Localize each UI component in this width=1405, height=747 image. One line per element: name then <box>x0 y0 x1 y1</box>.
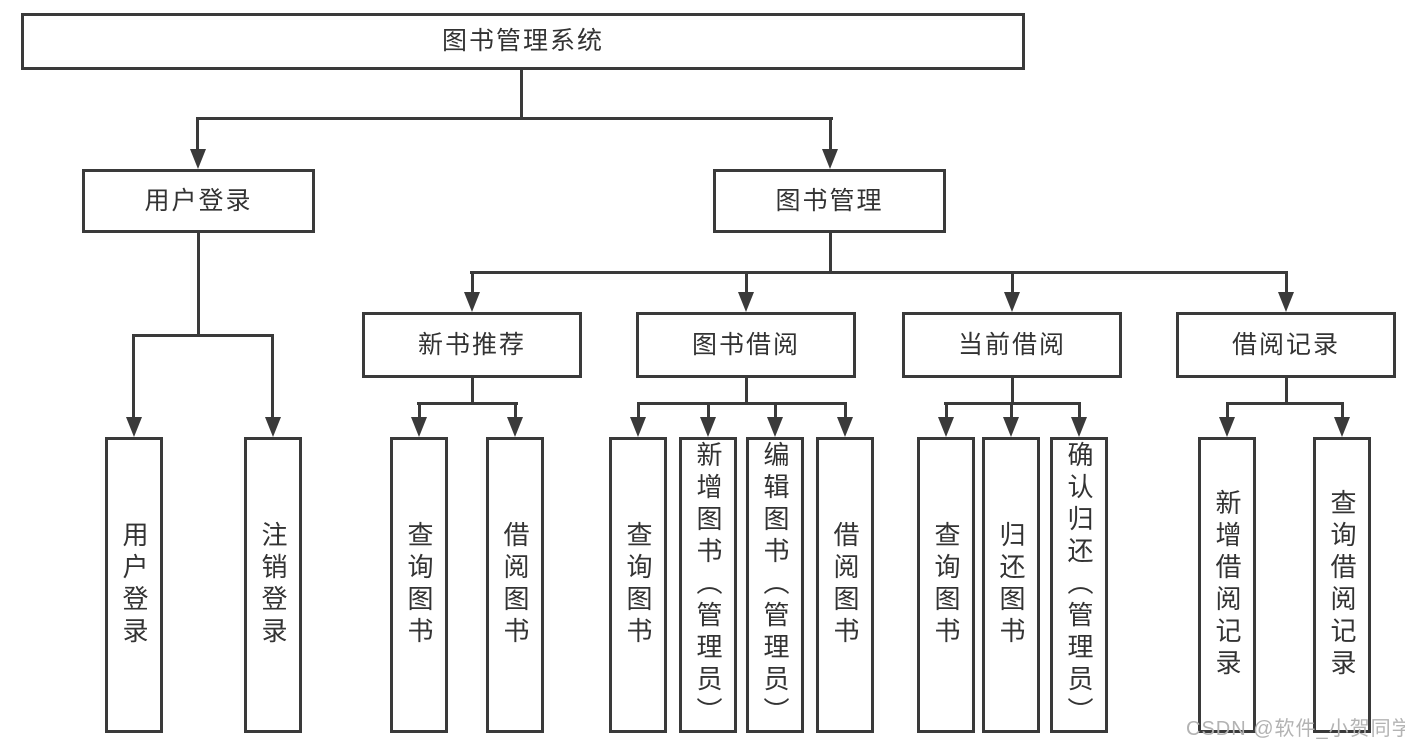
leaf-logout: 注销登录 <box>244 437 302 733</box>
connector-line <box>197 231 200 335</box>
leaf-label: 注销登录 <box>258 521 288 649</box>
arrowhead-down-icon <box>1071 417 1087 437</box>
arrowhead-down-icon <box>464 292 480 312</box>
node-label: 图书管理系统 <box>441 27 604 55</box>
leaf-label: 编辑图书（管理员） <box>760 441 790 729</box>
arrowhead-down-icon <box>265 417 281 437</box>
connector-line <box>1010 402 1013 419</box>
connector-line <box>1011 271 1014 296</box>
connector-line <box>132 334 274 337</box>
connector-line <box>1226 402 1229 419</box>
connector-line <box>829 231 832 274</box>
connector-line <box>471 271 474 296</box>
leaf-user-login: 用户登录 <box>105 437 163 733</box>
leaf-label: 新增借阅记录 <box>1212 489 1242 681</box>
connector-line <box>520 68 523 120</box>
leaf-query-books-current: 查询图书 <box>917 437 975 733</box>
node-book-borrowing: 图书借阅 <box>636 312 856 378</box>
leaf-edit-books-admin: 编辑图书（管理员） <box>746 437 804 733</box>
leaf-label: 查询图书 <box>404 521 434 649</box>
node-new-book-recommend: 新书推荐 <box>362 312 582 378</box>
connector-line <box>1341 402 1344 419</box>
connector-line <box>637 402 847 405</box>
connector-line <box>417 402 518 405</box>
arrowhead-down-icon <box>630 417 646 437</box>
arrowhead-down-icon <box>1278 292 1294 312</box>
node-label: 图书管理 <box>775 186 884 215</box>
arrowhead-down-icon <box>738 292 754 312</box>
leaf-label: 用户登录 <box>119 521 149 649</box>
leaf-query-books-newbook: 查询图书 <box>390 437 448 733</box>
node-library-management-system: 图书管理系统 <box>21 13 1025 70</box>
connector-line <box>1011 376 1014 404</box>
connector-line <box>945 402 948 419</box>
arrowhead-down-icon <box>767 417 783 437</box>
connector-line <box>707 402 710 419</box>
node-user-login: 用户登录 <box>82 169 315 233</box>
connector-line <box>774 402 777 419</box>
leaf-add-borrow-record: 新增借阅记录 <box>1198 437 1256 733</box>
arrowhead-down-icon <box>1219 417 1235 437</box>
leaf-label: 查询图书 <box>623 521 653 649</box>
leaf-label: 归还图书 <box>996 521 1026 649</box>
arrowhead-down-icon <box>822 149 838 169</box>
leaf-return-books: 归还图书 <box>982 437 1040 733</box>
node-current-borrowing: 当前借阅 <box>902 312 1122 378</box>
connector-line <box>745 271 748 296</box>
csdn-watermark: CSDN @软件_小贺同学 <box>1186 718 1405 740</box>
arrowhead-down-icon <box>190 149 206 169</box>
connector-line <box>1285 376 1288 404</box>
connector-line <box>196 117 833 120</box>
connector-line <box>514 402 517 419</box>
arrowhead-down-icon <box>837 417 853 437</box>
leaf-label: 确认归还（管理员） <box>1064 441 1094 729</box>
connector-line <box>470 271 1288 274</box>
node-label: 用户登录 <box>144 186 253 215</box>
connector-line <box>829 117 832 152</box>
arrowhead-down-icon <box>411 417 427 437</box>
arrowhead-down-icon <box>1003 417 1019 437</box>
connector-line <box>1226 402 1344 405</box>
arrowhead-down-icon <box>1004 292 1020 312</box>
arrowhead-down-icon <box>507 417 523 437</box>
leaf-borrow-books: 借阅图书 <box>816 437 874 733</box>
arrowhead-down-icon <box>700 417 716 437</box>
arrowhead-down-icon <box>126 417 142 437</box>
node-label: 当前借阅 <box>957 330 1066 359</box>
leaf-query-books-borrow: 查询图书 <box>609 437 667 733</box>
leaf-label: 新增图书（管理员） <box>693 441 723 729</box>
connector-line <box>271 334 274 419</box>
node-label: 图书借阅 <box>691 330 800 359</box>
connector-line <box>637 402 640 419</box>
leaf-add-books-admin: 新增图书（管理员） <box>679 437 737 733</box>
leaf-label: 借阅图书 <box>500 521 530 649</box>
leaf-label: 查询借阅记录 <box>1327 489 1357 681</box>
connector-line <box>132 334 135 419</box>
arrowhead-down-icon <box>1334 417 1350 437</box>
node-borrowing-records: 借阅记录 <box>1176 312 1396 378</box>
leaf-label: 借阅图书 <box>830 521 860 649</box>
connector-line <box>844 402 847 419</box>
connector-line <box>1078 402 1081 419</box>
leaf-confirm-return-admin: 确认归还（管理员） <box>1050 437 1108 733</box>
connector-line <box>196 117 199 152</box>
node-label: 借阅记录 <box>1231 330 1340 359</box>
arrowhead-down-icon <box>938 417 954 437</box>
node-label: 新书推荐 <box>417 330 526 359</box>
connector-line <box>745 376 748 404</box>
leaf-borrow-books-newbook: 借阅图书 <box>486 437 544 733</box>
connector-line <box>471 376 474 404</box>
leaf-label: 查询图书 <box>931 521 961 649</box>
leaf-query-borrow-record: 查询借阅记录 <box>1313 437 1371 733</box>
node-book-management: 图书管理 <box>713 169 946 233</box>
connector-line <box>1285 271 1288 296</box>
connector-line <box>418 402 421 419</box>
